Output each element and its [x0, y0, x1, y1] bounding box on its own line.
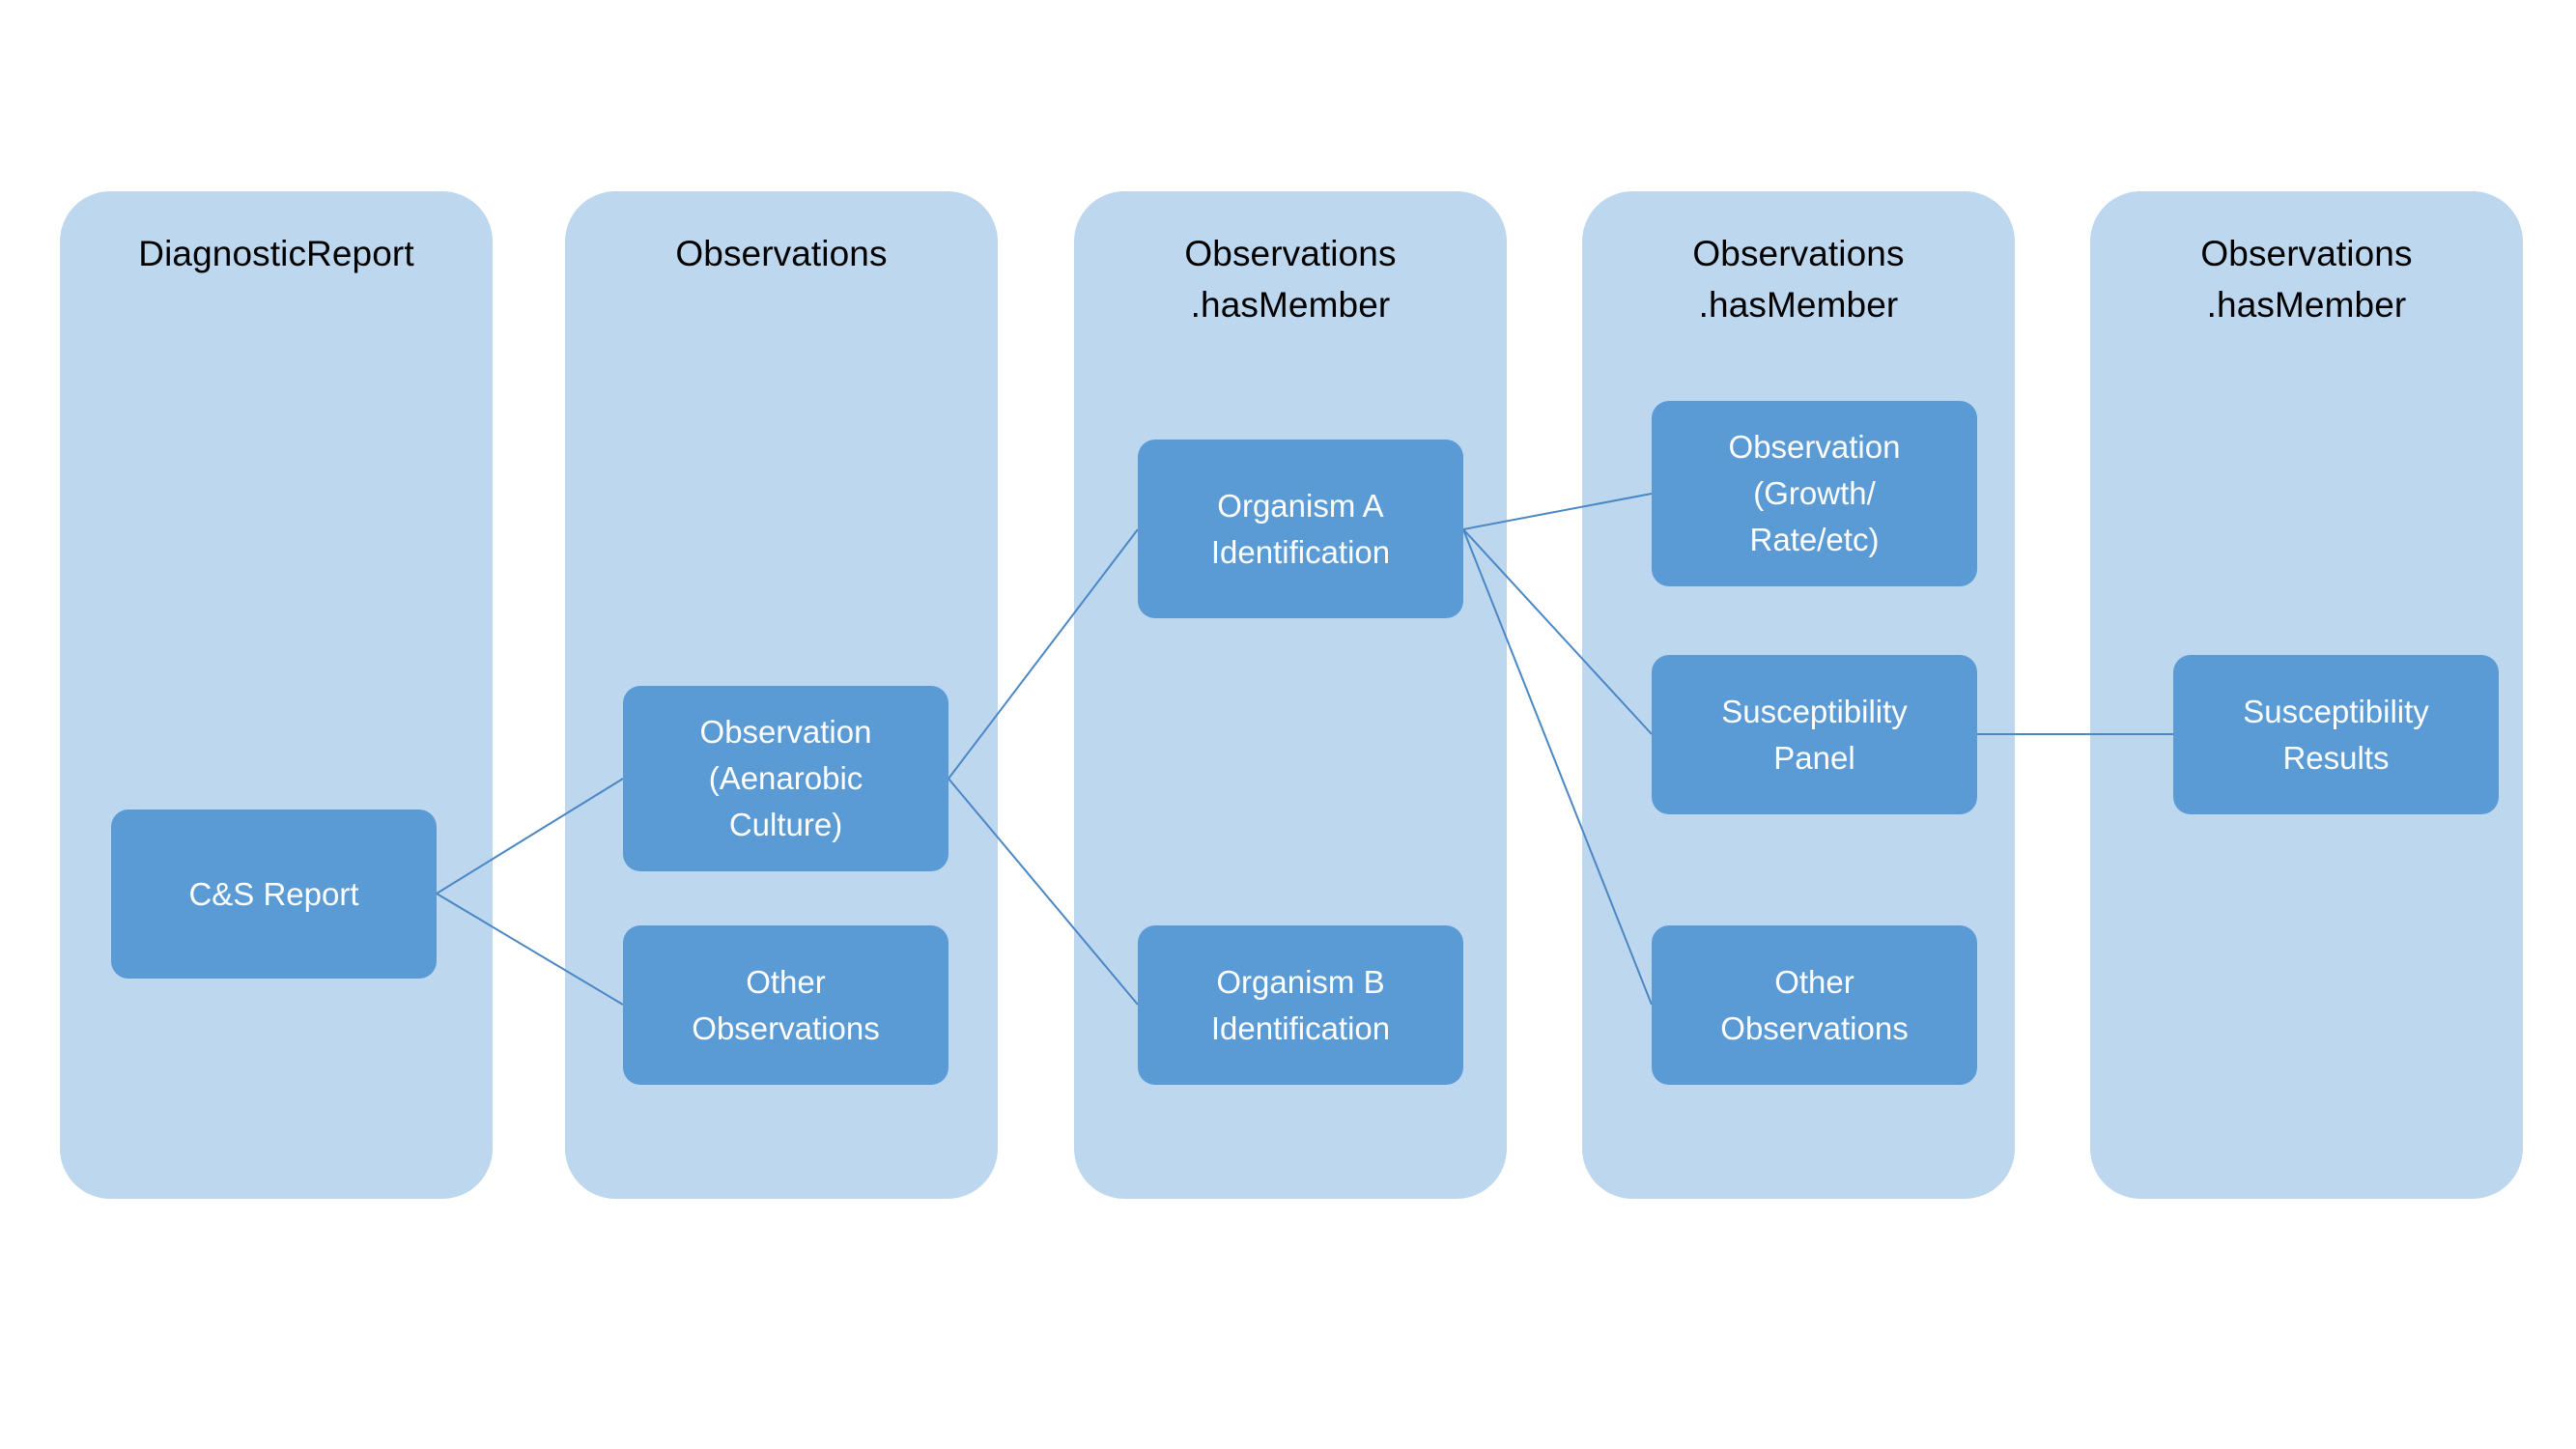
- lane-diagnosticreport: DiagnosticReport: [60, 191, 493, 1199]
- node-observation-aenarobic[interactable]: Observation (Aenarobic Culture): [623, 686, 948, 871]
- node-susceptibility-results[interactable]: Susceptibility Results: [2173, 655, 2499, 814]
- lane-observations-title: Observations: [675, 234, 888, 273]
- lane-diagnosticreport-title: DiagnosticReport: [138, 234, 414, 273]
- lane-hasmember-1-title: Observations .hasMember: [1184, 234, 1397, 325]
- node-organism-a[interactable]: Organism A Identification: [1138, 440, 1463, 618]
- node-other-observations-1[interactable]: Other Observations: [623, 925, 948, 1085]
- node-cs-report[interactable]: C&S Report: [111, 810, 437, 979]
- lane-hasmember-2-title: Observations .hasMember: [1692, 234, 1905, 325]
- node-organism-b[interactable]: Organism B Identification: [1138, 925, 1463, 1085]
- node-observation-growth[interactable]: Observation (Growth/ Rate/etc): [1652, 401, 1977, 586]
- lane-hasmember-3-title: Observations .hasMember: [2200, 234, 2413, 325]
- node-other-observations-2[interactable]: Other Observations: [1652, 925, 1977, 1085]
- node-susceptibility-panel[interactable]: Susceptibility Panel: [1652, 655, 1977, 814]
